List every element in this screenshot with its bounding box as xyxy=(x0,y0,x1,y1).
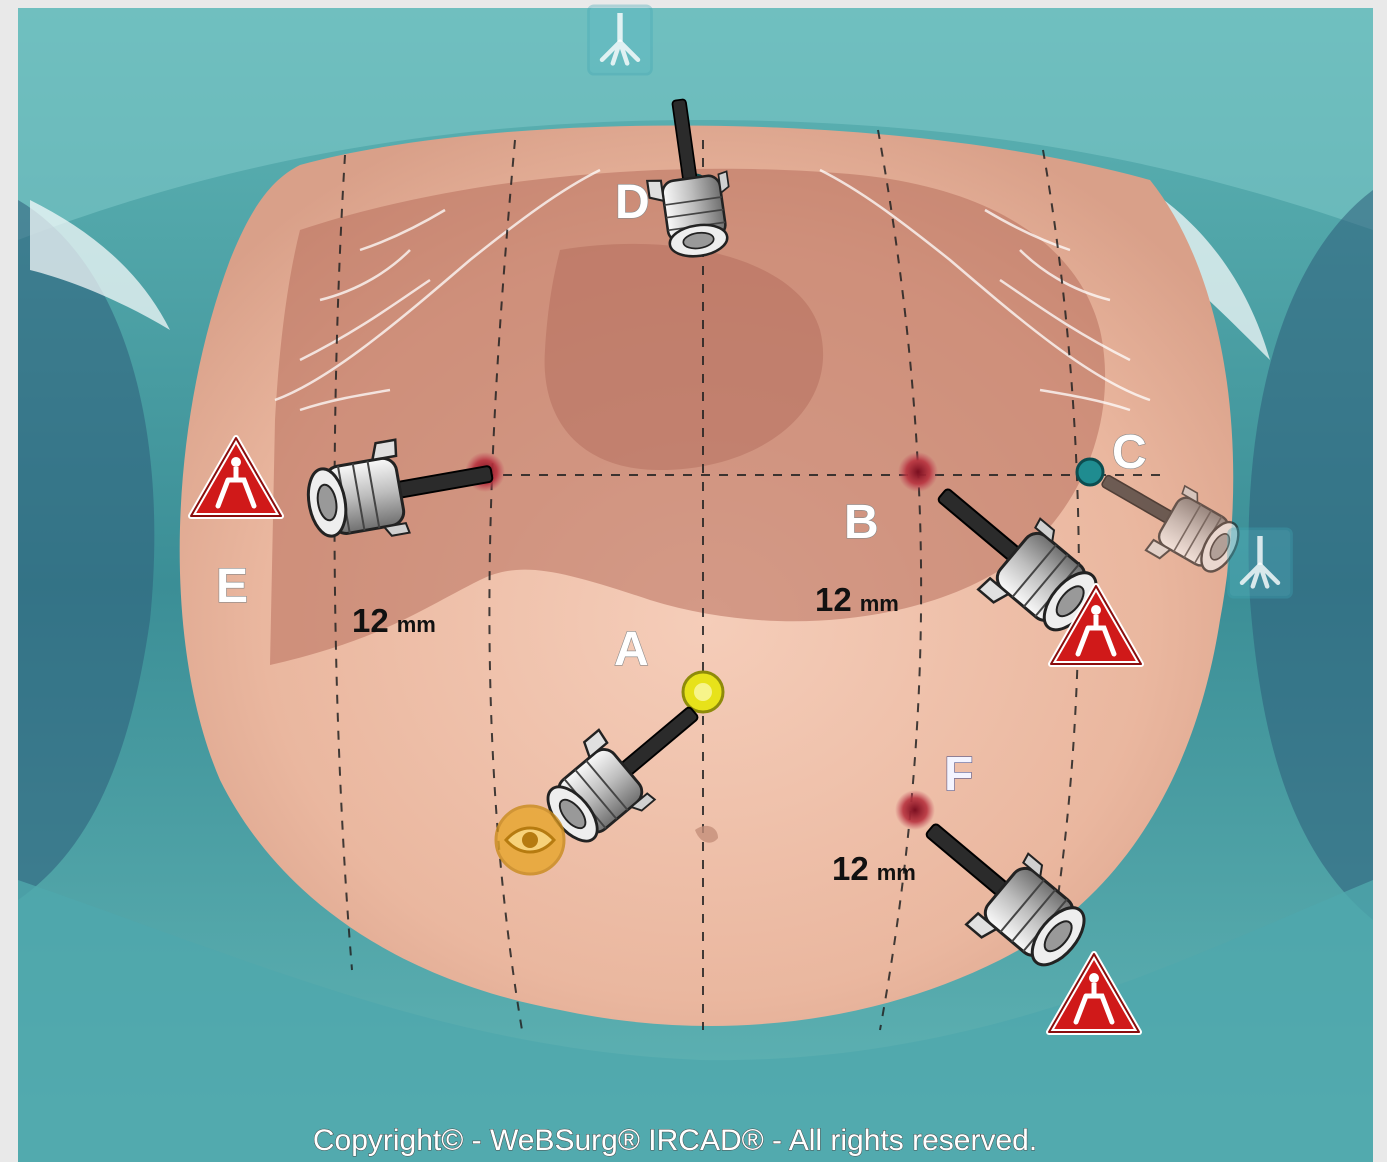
port-label-B: B xyxy=(844,496,879,549)
grasper-icon-top xyxy=(589,6,652,74)
grasper-icon-right xyxy=(1229,529,1292,597)
copyright-notice: Copyright© - WeBSurg® IRCAD® - All right… xyxy=(313,1124,1037,1157)
port-label-E: E xyxy=(216,560,248,613)
port-entry-F xyxy=(895,790,935,830)
port-label-F: F xyxy=(944,748,973,801)
port-entry-B xyxy=(898,452,938,492)
camera-eye-icon xyxy=(496,806,564,874)
port-entry-A-inner xyxy=(694,683,712,701)
port-label-C: C xyxy=(1112,426,1147,479)
port-label-D: D xyxy=(615,176,650,229)
port-entry-C xyxy=(1077,459,1103,485)
port-label-A: A xyxy=(614,623,649,676)
